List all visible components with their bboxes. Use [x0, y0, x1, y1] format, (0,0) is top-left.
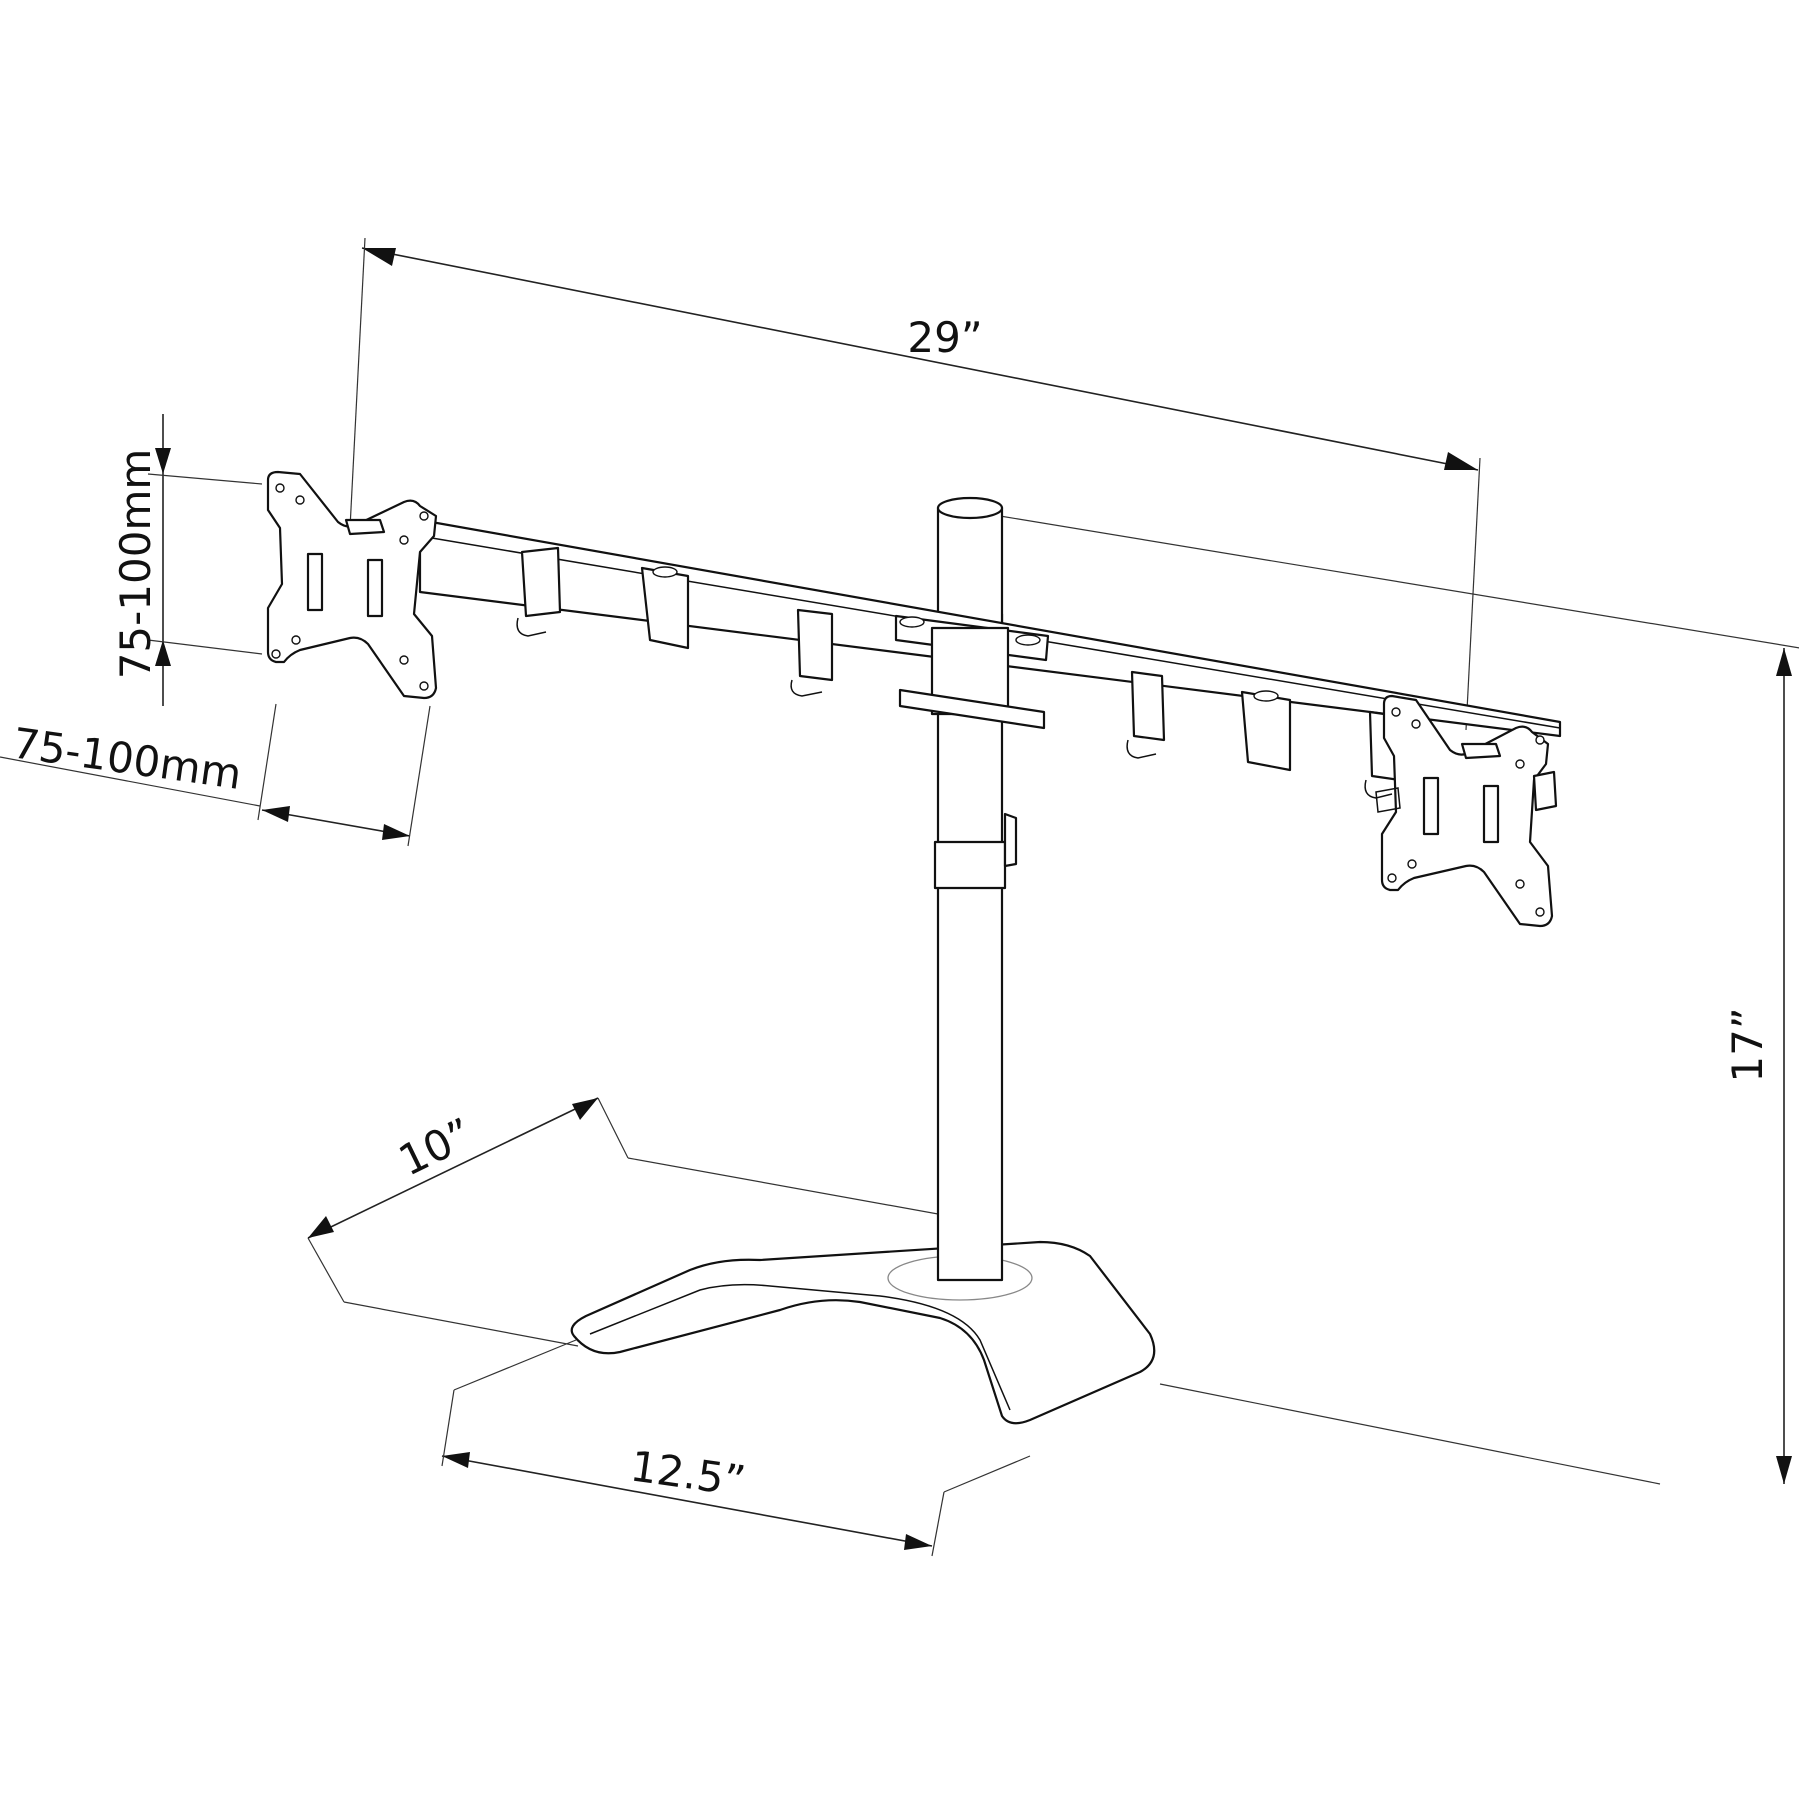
right-plate-clip [1375, 787, 1401, 813]
arm-span-extension-left [349, 237, 366, 529]
right-plate-body [1380, 694, 1554, 928]
height-extension-top [999, 515, 1799, 649]
left-plate-slot-a [306, 552, 324, 612]
base-depth-extension-left [307, 1237, 345, 1303]
base-width-dimension-line [441, 1455, 933, 1547]
cable-clip-2 [790, 608, 834, 697]
base-width-extension-right [931, 1491, 945, 1557]
height-dimension: 17” [999, 515, 1799, 1485]
arm-span-dimension: 29” [349, 237, 1481, 731]
right-plate-slot-b [1482, 784, 1500, 844]
arm-span-arrow-left [362, 248, 396, 266]
height-label: 17” [1723, 1007, 1772, 1082]
vesa-horizontal-leader [0, 756, 261, 807]
right-plate-hole [1387, 873, 1397, 883]
right-plate-slot-a [1422, 776, 1440, 836]
right-plate-hole [1535, 907, 1545, 917]
base-depth-arrow-right [572, 1098, 598, 1120]
base-width-extension-left [441, 1389, 455, 1467]
arm-span-arrow-right [1444, 452, 1478, 470]
arm-center-mount [894, 614, 1050, 730]
arm-joint-2 [1240, 690, 1292, 772]
vesa-vertical-label: 75-100mm [111, 449, 160, 680]
vesa-vertical-arrow-bottom [155, 640, 171, 666]
base-width-leader-left [453, 1339, 577, 1391]
pole-height-collar [933, 840, 1007, 890]
vesa-horizontal-dimension: 75-100mm [0, 703, 431, 847]
right-plate-hole [1535, 735, 1545, 745]
left-plate-hole [399, 655, 409, 665]
height-extension-bottom [1159, 1383, 1661, 1485]
left-plate-hole [275, 483, 285, 493]
cable-clip-3 [1126, 670, 1166, 759]
left-vesa-plate [266, 470, 438, 700]
right-plate-hole [1407, 859, 1417, 869]
pole-cap [936, 496, 1004, 520]
right-plate-hole [1391, 707, 1401, 717]
vesa-horizontal-arrow-left [262, 806, 290, 822]
right-plate-hole [1515, 759, 1525, 769]
left-plate-hole [291, 635, 301, 645]
base-width-dimension: 12.5” [441, 1339, 1031, 1557]
arm-span-dimension-line [361, 247, 1479, 471]
stand-base [570, 1240, 1156, 1425]
base-bevel-line [589, 1283, 1011, 1411]
height-arrow-top [1776, 648, 1792, 676]
vesa-vertical-extension-top [147, 473, 263, 485]
arm-joint-1 [640, 566, 690, 650]
left-plate-hole [419, 511, 429, 521]
vesa-horizontal-label: 75-100mm [9, 718, 244, 799]
left-plate-slot-b [366, 558, 384, 618]
base-width-label: 12.5” [628, 1441, 749, 1506]
height-arrow-bottom [1776, 1456, 1792, 1484]
base-width-arrow-left [442, 1452, 470, 1468]
right-plate-hole [1411, 719, 1421, 729]
left-plate-tab [344, 518, 386, 536]
base-depth-dimension-line [307, 1097, 599, 1239]
base-width-arrow-right [904, 1534, 932, 1550]
right-vesa-plate [1375, 694, 1558, 928]
base-plate [570, 1240, 1156, 1425]
vesa-horizontal-extension-right [407, 705, 431, 847]
left-plate-hole [295, 495, 305, 505]
left-plate-hole [399, 535, 409, 545]
vesa-horizontal-arrow-right [382, 824, 410, 840]
vesa-horizontal-extension-left [257, 703, 277, 821]
left-plate-body [266, 470, 438, 700]
vesa-vertical-extension-bottom [147, 639, 263, 655]
base-width-leader-right [943, 1455, 1031, 1493]
left-plate-hole [419, 681, 429, 691]
right-plate-tab [1460, 742, 1502, 760]
pole-collar-knob [1003, 812, 1018, 868]
arm-span-label: 29” [907, 313, 982, 362]
vesa-vertical-dimension: 75-100mm [111, 414, 263, 706]
base-depth-extension-right [597, 1097, 629, 1159]
cable-clip-1 [516, 546, 562, 637]
right-plate-hole [1515, 879, 1525, 889]
base-depth-arrow-left [308, 1216, 334, 1238]
left-plate-hole [271, 649, 281, 659]
vesa-vertical-arrow-top [155, 448, 171, 474]
right-plate-hinge [1532, 770, 1558, 812]
base-depth-label: 10” [391, 1108, 480, 1185]
base-depth-leader-front [343, 1301, 579, 1347]
base-depth-leader-back [627, 1157, 961, 1219]
